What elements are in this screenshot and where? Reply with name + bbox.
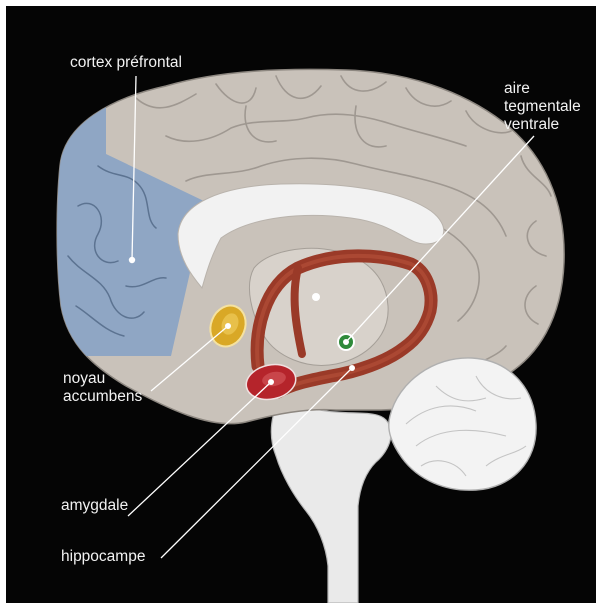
label-prefrontal-cortex: cortex préfrontal xyxy=(70,54,182,72)
label-hippocampus: hippocampe xyxy=(61,548,145,566)
label-hippocampus-text: hippocampe xyxy=(61,548,145,566)
label-amygdala-text: amygdale xyxy=(61,497,128,515)
hippocampus-leader-dot xyxy=(349,365,355,371)
diagram-panel: cortex préfrontal aire tegmentale ventra… xyxy=(6,6,596,603)
label-amygdala: amygdale xyxy=(61,497,128,515)
vta-leader-dot xyxy=(343,339,349,345)
label-vta-line-1: aire xyxy=(504,80,581,98)
label-accumbens-line-2: accumbens xyxy=(63,388,142,406)
cortex-leader-dot xyxy=(129,257,135,263)
label-vta-line-3: ventrale xyxy=(504,116,581,134)
label-vta-line-2: tegmentale xyxy=(504,98,581,116)
thalamus-mark xyxy=(312,293,320,301)
amygdala-leader-dot xyxy=(268,379,274,385)
brainstem xyxy=(271,394,391,603)
accumbens-leader-dot xyxy=(225,323,231,329)
label-prefrontal-cortex-text: cortex préfrontal xyxy=(70,54,182,72)
label-vta: aire tegmentale ventrale xyxy=(504,80,581,134)
label-nucleus-accumbens: noyau accumbens xyxy=(63,370,142,406)
label-accumbens-line-1: noyau xyxy=(63,370,142,388)
